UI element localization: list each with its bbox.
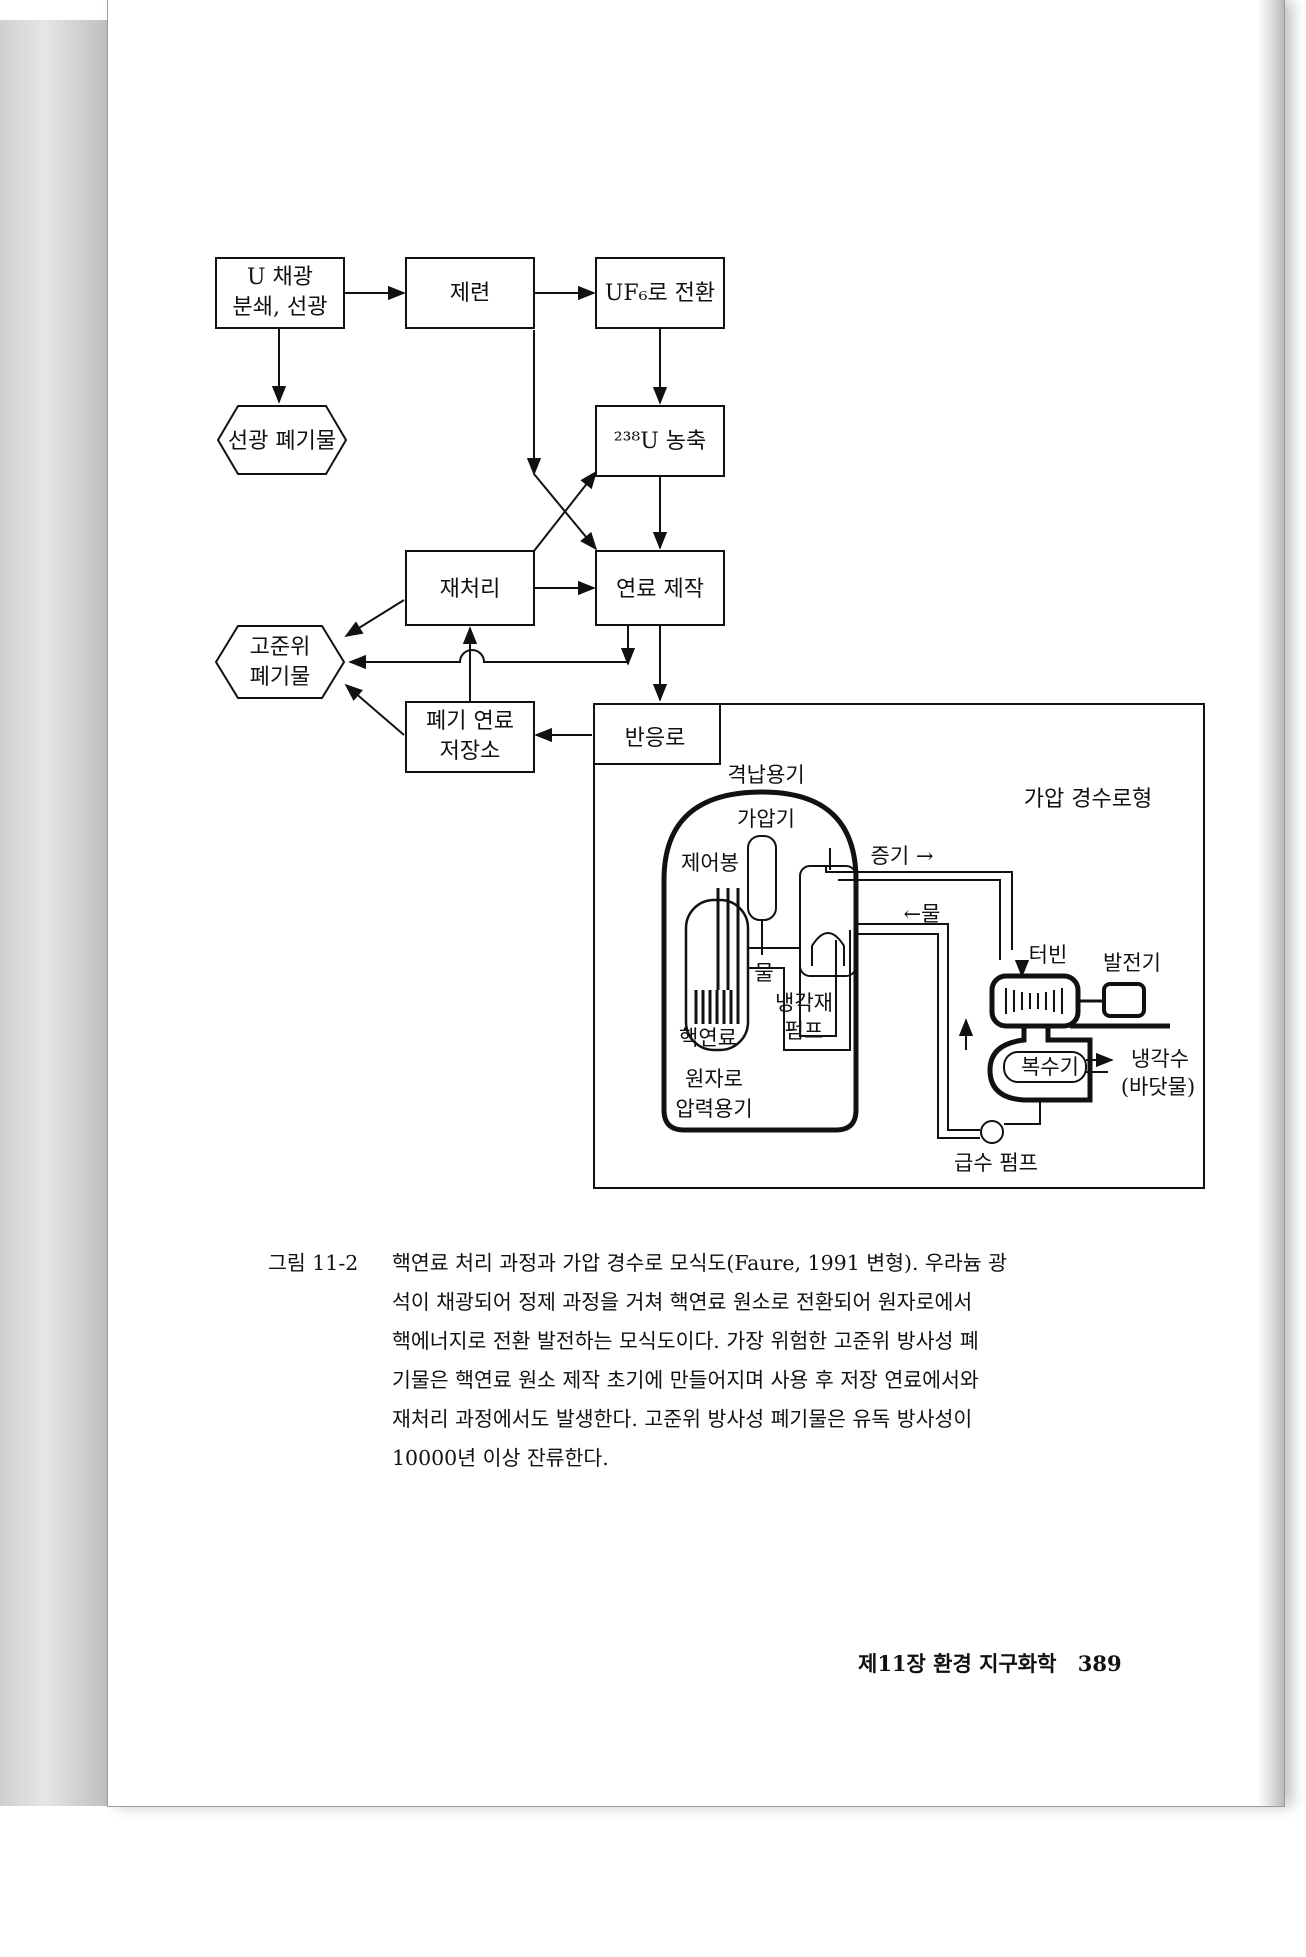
coolant-pump-line1: 냉각재 <box>775 991 833 1015</box>
fuel-label: 핵연료 <box>679 1026 737 1050</box>
return-pipe-inner <box>856 933 980 1139</box>
page-edge-shadow <box>1258 0 1284 1806</box>
coolant-pump-line2: 펌프 <box>785 1019 824 1043</box>
footer-page-number: 389 <box>1077 1651 1122 1676</box>
hex-hlw-line1: 고준위 <box>250 635 311 660</box>
figure-number: 그림 11-2 <box>268 1251 359 1275</box>
fuel-assembly <box>694 990 740 1024</box>
rpv-line1: 원자로 <box>685 1067 743 1091</box>
footer-chapter-title: 제11장 환경 지구화학 <box>858 1651 1057 1676</box>
feed-pump-shape <box>980 1120 1004 1144</box>
box-mining-line1: U 채광 <box>247 265 313 290</box>
generator-shape <box>1102 982 1146 1018</box>
water-return-label: ←물 <box>904 902 941 926</box>
box-uf6-label: UF₆로 전환 <box>605 281 715 306</box>
containment-label: 격납용기 <box>727 763 804 787</box>
reactor-type-label: 가압 경수로형 <box>1024 787 1152 812</box>
box-reactor-label: 반응로 <box>625 726 686 751</box>
pressurizer-label: 가압기 <box>737 807 795 831</box>
box-enrich-label: ²³⁸U 농축 <box>614 429 706 454</box>
box-spent-line2: 저장소 <box>440 739 501 764</box>
hex-tailings-label: 선광 폐기물 <box>228 429 336 454</box>
control-rod-label: 제어봉 <box>681 851 739 875</box>
rpv-line2: 압력용기 <box>675 1097 752 1121</box>
steam-label: 증기 → <box>871 844 934 868</box>
feed-pipe <box>1004 1100 1041 1125</box>
box-smelting <box>405 257 535 329</box>
steam-pipe <box>825 866 1013 950</box>
condenser-shape <box>987 1026 1093 1103</box>
caption-line-4: 기물은 핵연료 원소 제작 초기에 만들어지며 사용 후 저장 연료에서와 <box>392 1368 979 1392</box>
box-spent-line1: 폐기 연료 <box>426 709 514 734</box>
caption-line-5: 재처리 과정에서도 발생한다. 고준위 방사성 폐기물은 유독 방사성이 <box>392 1407 973 1431</box>
caption-line-1: 핵연료 처리 과정과 가압 경수로 모식도(Faure, 1991 변형). 우… <box>392 1251 1007 1275</box>
arrow-reprocess-hlw <box>344 599 405 637</box>
arrow-fuel-hlw <box>348 625 629 670</box>
hex-hlw <box>214 625 346 699</box>
box-spent <box>405 701 535 773</box>
caption-line-6: 10000년 이상 잔류한다. <box>392 1446 609 1470</box>
box-fuel <box>595 550 725 626</box>
nuclear-fuel-cycle-diagram: U 채광 분쇄, 선광 제련 UF₆로 전환 선광 폐기물 ²³⁸U 농축 재처… <box>214 257 1205 1189</box>
box-reactor <box>593 703 721 765</box>
steam-generator <box>799 865 857 977</box>
caption-line-2: 석이 채광되어 정제 과정을 거쳐 핵연료 원소로 전환되어 원자로에서 <box>392 1290 973 1314</box>
primary-loop-pipe <box>748 940 837 1037</box>
chapter-footer-line: 제11장 환경 지구화학 389 <box>858 1648 1122 1678</box>
arrow-spent-hlw <box>344 683 405 736</box>
water-inner-label: 물 <box>754 961 773 985</box>
box-mining-line2: 분쇄, 선광 <box>233 295 328 320</box>
containment-vessel <box>661 789 859 1133</box>
box-smelting-label: 제련 <box>450 281 490 306</box>
box-enrich <box>595 405 725 477</box>
box-fuel-label: 연료 제작 <box>616 577 704 602</box>
feed-pump-label: 급수 펌프 <box>954 1151 1038 1175</box>
book-spine <box>0 20 110 1806</box>
hex-hlw-line2: 폐기물 <box>250 665 311 690</box>
return-pipe <box>856 923 980 1131</box>
cooling-water-line1: 냉각수 <box>1131 1047 1189 1071</box>
reactor-pressure-vessel <box>684 898 750 1052</box>
condenser-coil <box>1003 1051 1087 1083</box>
arrow-reprocess-enrich <box>533 470 598 552</box>
reactor-frame <box>593 703 1205 1189</box>
cooling-water-line2: (바닷물) <box>1121 1075 1195 1099</box>
turbine-blades <box>1005 988 1063 1014</box>
steam-generator-tubes <box>811 932 845 966</box>
pressurizer-shape <box>747 835 777 921</box>
box-reprocess-label: 재처리 <box>440 577 501 602</box>
condenser-label: 복수기 <box>1021 1055 1079 1079</box>
caption-line-3: 핵에너지로 전환 발전하는 모식도이다. 가장 위험한 고준위 방사성 폐 <box>392 1329 979 1353</box>
primary-loop-pipe-outer <box>748 930 851 1051</box>
hex-tailings <box>216 405 348 475</box>
generator-label: 발전기 <box>1103 951 1161 975</box>
turbine-label: 터빈 <box>1029 943 1068 967</box>
steam-pipe-inner <box>838 879 1001 960</box>
